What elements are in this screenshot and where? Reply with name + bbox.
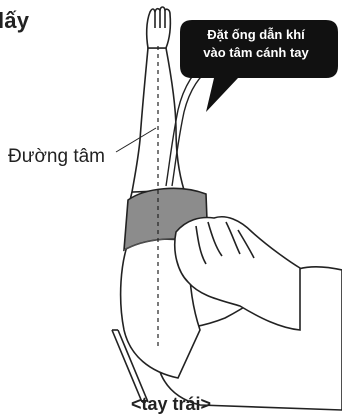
forearm	[132, 7, 184, 192]
callout-line-2: vào tâm cánh tay	[182, 44, 330, 62]
callout-line-1: Đặt ống dẫn khí	[182, 26, 330, 44]
center-line-label: Đường tâm	[8, 146, 105, 168]
caption-left-arm: <tay trái>	[0, 394, 342, 415]
callout-text: Đặt ống dẫn khí vào tâm cánh tay	[182, 26, 330, 62]
title-fragment: lấy	[0, 8, 29, 34]
